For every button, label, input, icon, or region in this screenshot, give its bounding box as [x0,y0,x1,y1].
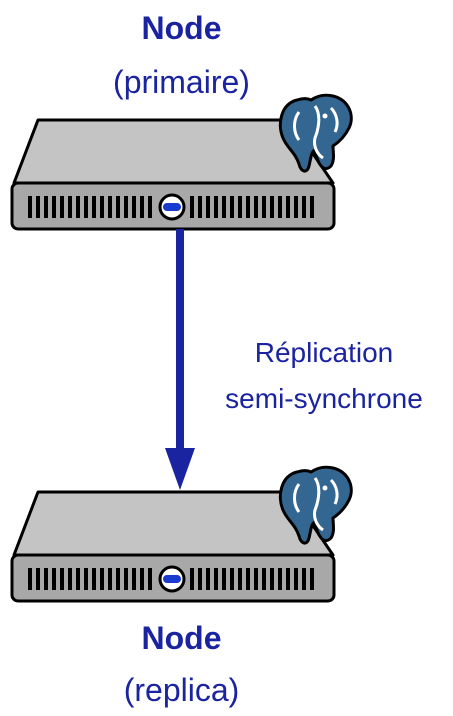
primary-server-left-grille [28,196,152,218]
replication-arrow-head [165,448,195,490]
replication-label-line2: semi-synchrone [225,383,423,414]
postgresql-elephant-icon [278,465,353,545]
replica-server-right-grille [190,568,314,590]
primary-power-led [163,203,181,211]
replication-arrow [165,229,195,490]
replica-node-title: Node [141,620,222,656]
replica-server [10,490,336,603]
primary-server-right-grille [190,196,314,218]
replica-power-led [163,575,181,583]
primary-server [10,118,336,231]
replication-label-line1: Réplication [254,337,394,368]
primary-node-title: Node [141,10,222,46]
replica-server-top [12,490,335,557]
primary-node-subtitle: (primaire) [113,64,250,100]
replica-node-subtitle: (replica) [123,672,240,708]
primary-server-top [12,118,335,185]
replica-server-left-grille [28,568,152,590]
postgresql-elephant-icon [278,93,353,173]
